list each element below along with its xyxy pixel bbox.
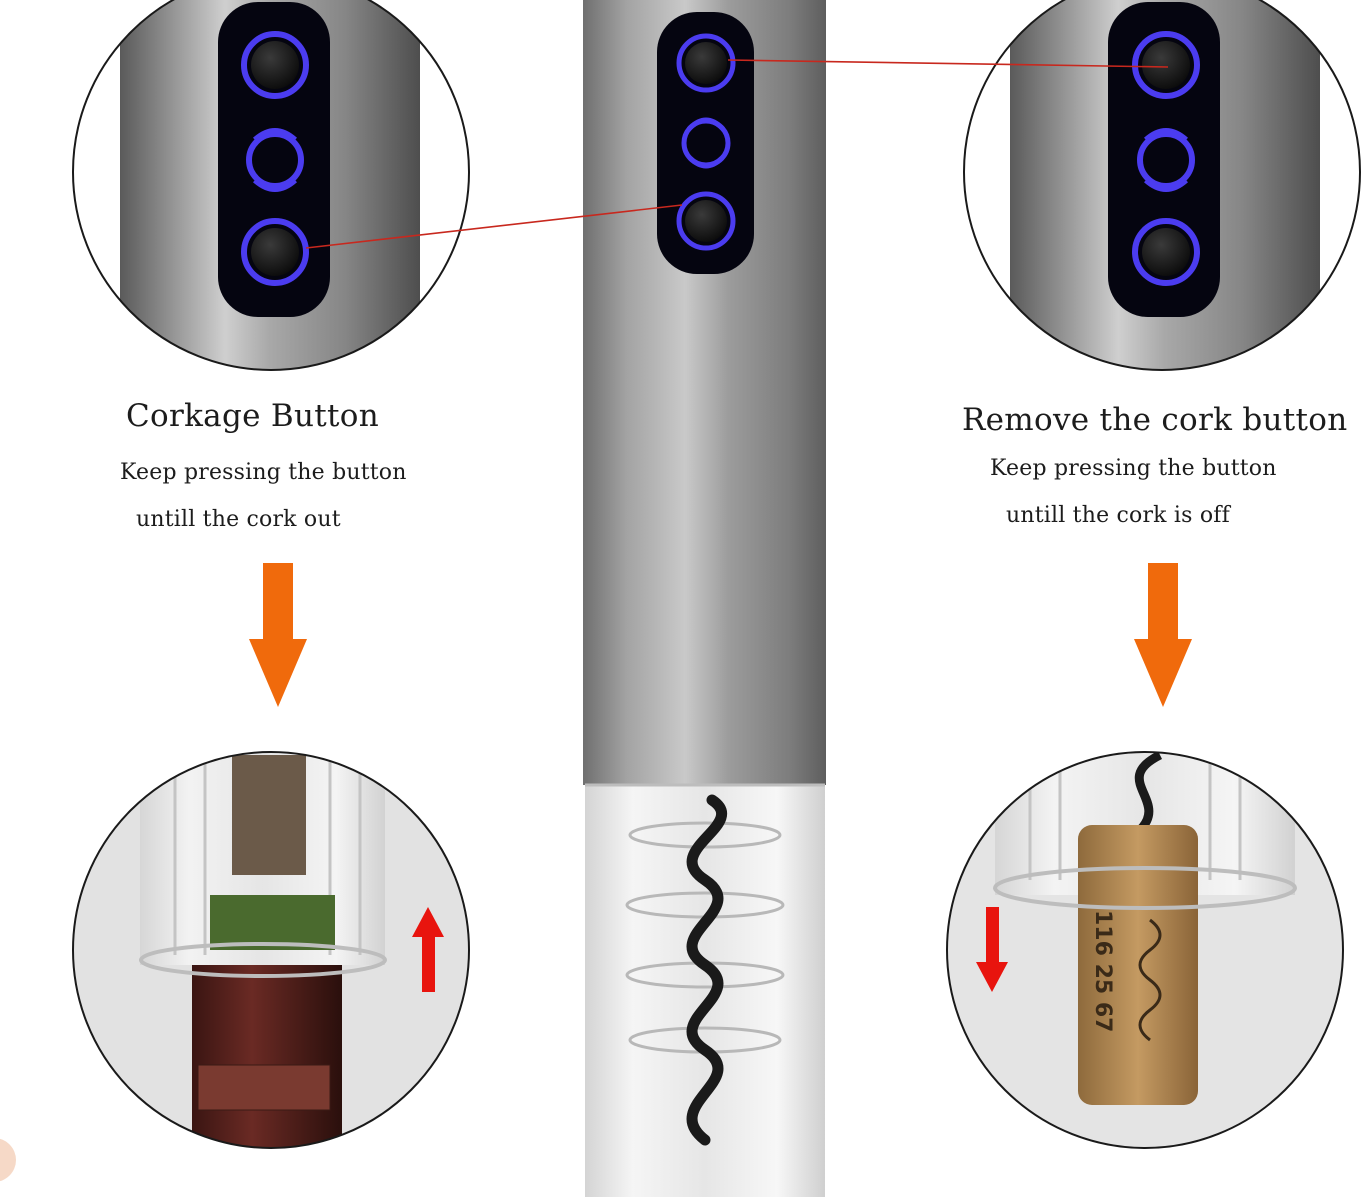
- leader-line-left: [305, 204, 683, 249]
- right-instruction-line2: untill the cork is off: [1006, 503, 1230, 528]
- zoom-circle-top-right: [963, 0, 1361, 371]
- leader-line-right: [727, 59, 1169, 68]
- device-logo-icon: [681, 117, 731, 169]
- cork-print-text: 116 25 67: [1090, 910, 1115, 1032]
- arrow-up-red-icon: [412, 907, 444, 992]
- arrow-down-orange-right-icon: [1134, 563, 1192, 707]
- right-instruction-line1: Keep pressing the button: [990, 456, 1277, 481]
- corkscrew-spiral: [686, 794, 727, 1146]
- right-heading: Remove the cork button: [962, 402, 1348, 438]
- device-top-button: [676, 33, 736, 93]
- wine-opener-device: [583, 0, 826, 1197]
- device-clear-sleeve: [585, 785, 825, 1197]
- arrow-down-orange-left-icon: [249, 563, 307, 707]
- device-bottom-button: [676, 191, 736, 251]
- left-instruction-line2: untill the cork out: [136, 507, 341, 532]
- zoom-circle-top-left: [72, 0, 470, 371]
- svg-text:116 25 67: 116 25 67: [1090, 910, 1115, 1032]
- left-heading: Corkage Button: [126, 398, 380, 434]
- photo-circle-insert-cork: [72, 751, 470, 1149]
- photo-circle-remove-cork: 116 25 67: [946, 751, 1344, 1149]
- corner-decoration: [0, 1138, 16, 1182]
- arrow-down-red-icon: [976, 907, 1008, 992]
- left-instruction-line1: Keep pressing the button: [120, 460, 407, 485]
